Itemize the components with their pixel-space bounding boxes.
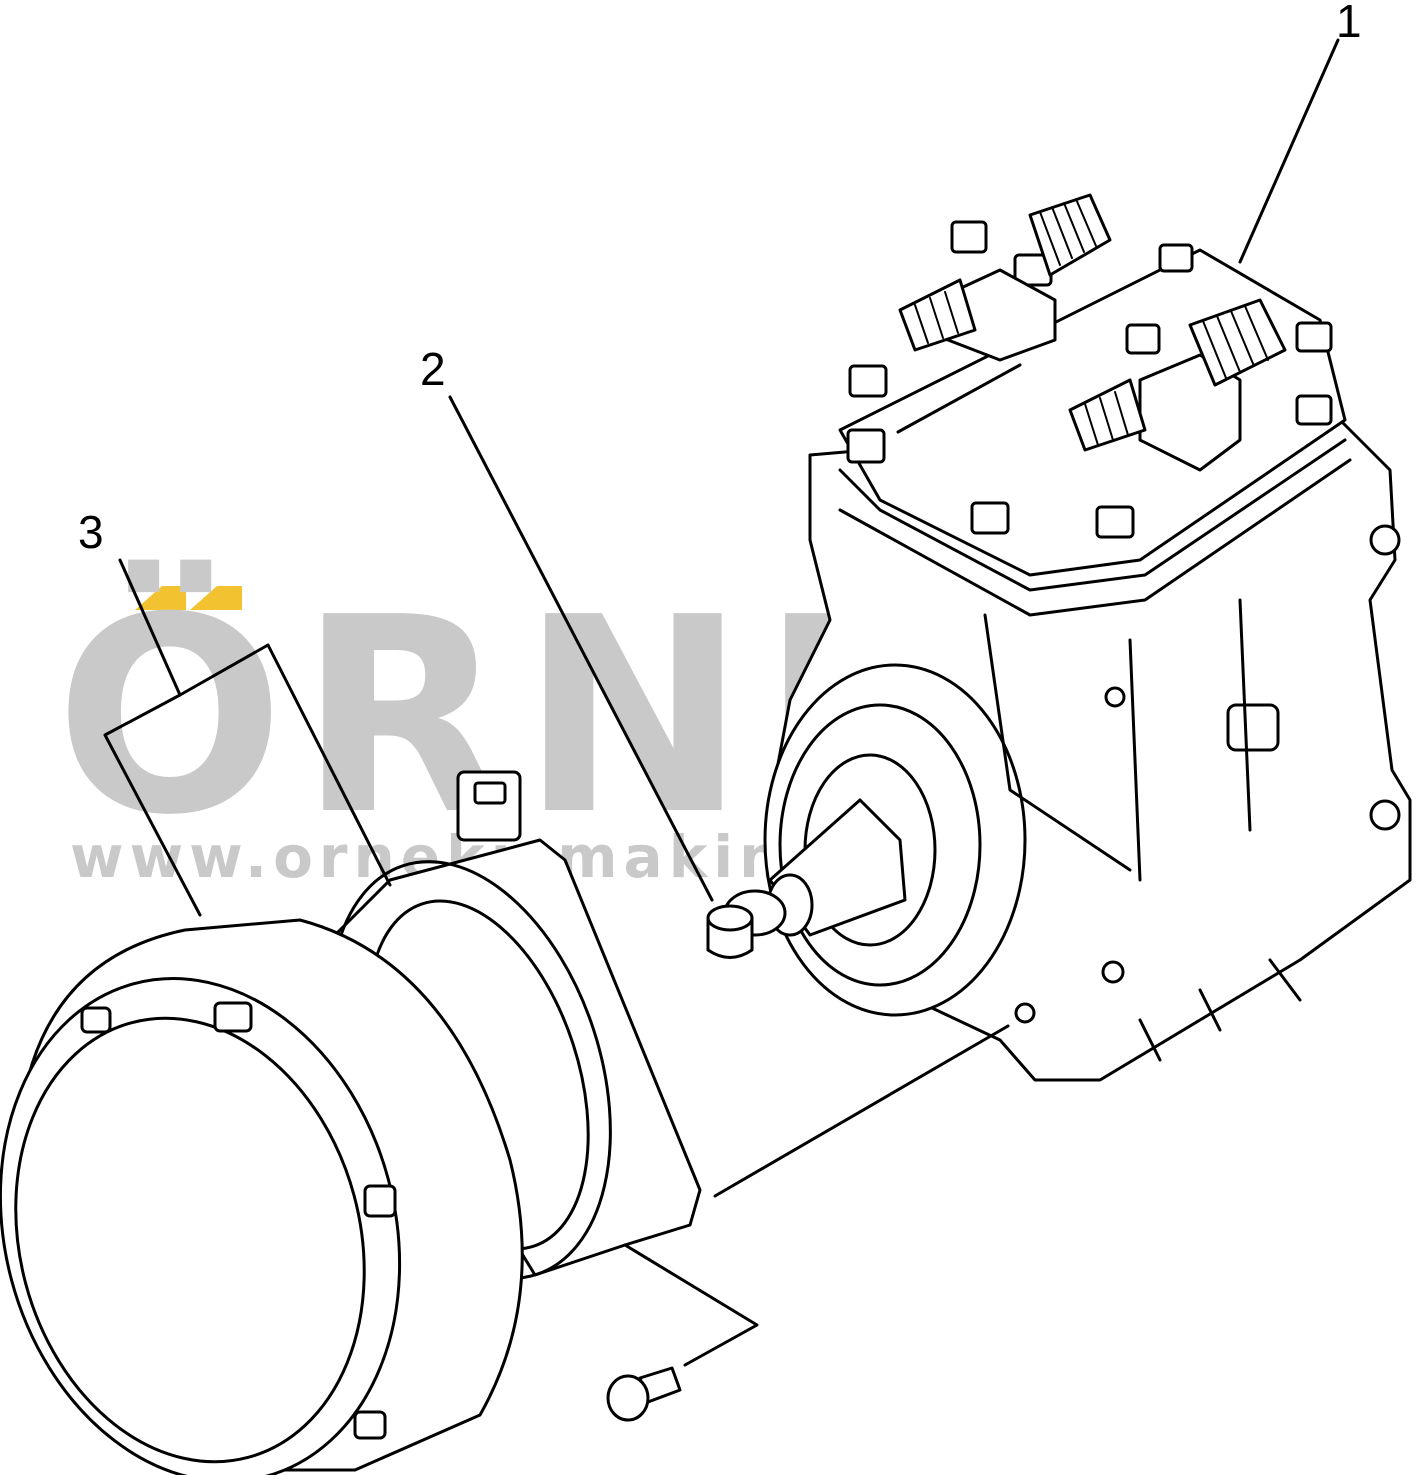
- leader-lines: [103, 38, 1340, 1367]
- callout-2: 2: [420, 343, 446, 395]
- callout-1: 1: [1336, 0, 1362, 47]
- compressor-icon: [763, 193, 1412, 1082]
- leader-bolt: [623, 1243, 759, 1367]
- watermark-accent-left: [135, 586, 186, 610]
- watermark-accent-right: [190, 586, 242, 610]
- magnetic-clutch-icon: [0, 770, 702, 1475]
- leader-flange: [713, 1024, 1010, 1198]
- leader-part1: [1238, 38, 1340, 264]
- nut-icon: [706, 889, 787, 959]
- bolt-icon: [606, 1366, 682, 1422]
- callout-3: 3: [78, 506, 104, 558]
- leader-part3-b: [178, 643, 392, 887]
- leader-head: [896, 363, 1022, 434]
- leader-part2: [448, 395, 714, 902]
- leader-part3: [103, 558, 202, 917]
